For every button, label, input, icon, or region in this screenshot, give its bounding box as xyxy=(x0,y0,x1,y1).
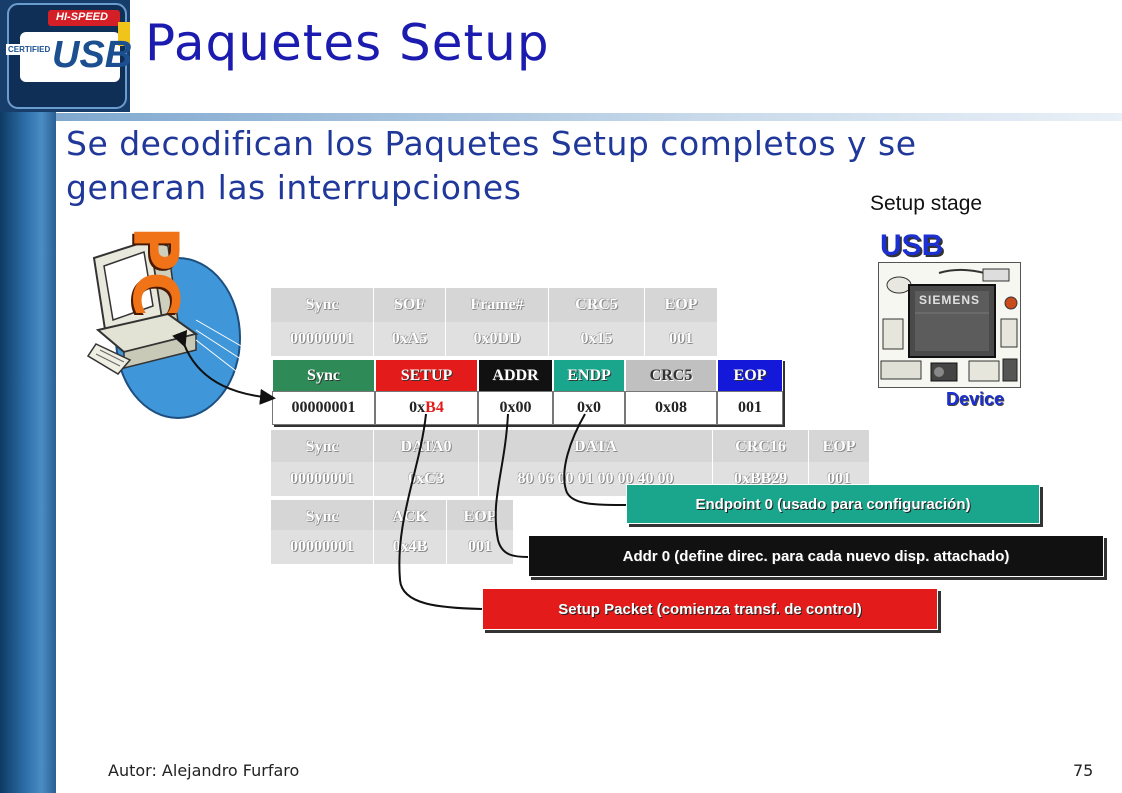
setup-header-pid: SETUP xyxy=(375,359,478,393)
sof-packet-values: 00000001 0xA5 0x0DD 0x15 001 xyxy=(271,322,718,356)
data0-header-cell: EOP xyxy=(809,430,870,464)
ack-packet-headers: Sync ACK EOP xyxy=(271,500,514,534)
ack-header-cell: EOP xyxy=(447,500,514,534)
usb-device-chip-icon: SIEMENS xyxy=(878,262,1021,388)
title-underline xyxy=(56,113,1122,121)
logo-line2: USB xyxy=(52,34,133,76)
sof-value-cell: 0x15 xyxy=(549,322,645,356)
sof-value-cell: 0x0DD xyxy=(446,322,549,356)
pc-link-arrow xyxy=(172,329,276,405)
setup-packet-callout: Setup Packet (comienza transf. de contro… xyxy=(482,588,938,630)
data0-header-cell: DATA xyxy=(479,430,713,464)
setup-pid-highlight: B4 xyxy=(425,399,444,416)
endpoint-callout: Endpoint 0 (usado para configuración) xyxy=(626,484,1040,524)
endp-connector xyxy=(563,413,627,506)
sof-header-cell: Frame# xyxy=(446,288,549,322)
usb-logo-icon xyxy=(0,0,130,112)
setup-value-eop: 001 xyxy=(717,391,783,425)
sof-value-cell: 001 xyxy=(645,322,718,356)
setup-stage-label: Setup stage xyxy=(870,192,983,215)
sof-packet-headers: Sync SOF Frame# CRC5 EOP xyxy=(271,288,718,322)
setup-pid-prefix: 0x xyxy=(409,399,426,416)
data0-header-cell: Sync xyxy=(271,430,374,464)
setup-header-sync: Sync xyxy=(272,359,375,393)
ack-packet-values: 00000001 0x4B 001 xyxy=(271,530,514,564)
setup-header-eop: EOP xyxy=(717,359,783,393)
sof-header-cell: SOF xyxy=(374,288,446,322)
chip-brand: SIEMENS xyxy=(919,293,981,307)
setup-pid-connector xyxy=(398,413,483,610)
sof-value-cell: 0xA5 xyxy=(374,322,446,356)
slide-sidebar xyxy=(0,0,56,793)
ack-value-cell: 00000001 xyxy=(271,530,374,564)
logo-line1: HI-SPEED xyxy=(56,11,108,23)
data0-value-cell: 00000001 xyxy=(271,462,374,496)
setup-value-addr: 0x00 xyxy=(478,391,553,425)
page-number: 75 xyxy=(1073,761,1094,780)
ack-value-cell: 001 xyxy=(447,530,514,564)
usb-certified-logo: HI-SPEED USB CERTIFIED xyxy=(0,0,133,112)
setup-header-addr: ADDR xyxy=(478,359,553,393)
sof-value-cell: 00000001 xyxy=(271,322,374,356)
data0-header-cell: DATA0 xyxy=(374,430,479,464)
setup-value-endp: 0x0 xyxy=(553,391,625,425)
data0-header-cell: CRC16 xyxy=(713,430,809,464)
addr-callout: Addr 0 (define direc. para cada nuevo di… xyxy=(528,535,1104,577)
slide-subtitle: Se decodifican los Paquetes Setup comple… xyxy=(66,124,917,207)
setup-value-sync: 00000001 xyxy=(272,391,375,425)
addr-connector xyxy=(494,413,529,558)
setup-packet-headers: Sync SETUP ADDR ENDP CRC5 EOP xyxy=(272,359,783,393)
setup-value-crc5: 0x08 xyxy=(625,391,717,425)
data0-packet-headers: Sync DATA0 DATA CRC16 EOP xyxy=(271,430,870,464)
ack-header-cell: ACK xyxy=(374,500,447,534)
slide-title: Paquetes Setup xyxy=(145,14,550,72)
usb-label: USB xyxy=(880,229,944,262)
device-label: Device xyxy=(946,389,1005,409)
logo-line3: CERTIFIED xyxy=(6,44,53,55)
ack-header-cell: Sync xyxy=(271,500,374,534)
sof-header-cell: Sync xyxy=(271,288,374,322)
setup-header-endp: ENDP xyxy=(553,359,625,393)
setup-header-crc5: CRC5 xyxy=(625,359,717,393)
footer-author: Autor: Alejandro Furfaro xyxy=(108,761,300,780)
sof-header-cell: CRC5 xyxy=(549,288,645,322)
sof-header-cell: EOP xyxy=(645,288,718,322)
data0-value-cell: 0xC3 xyxy=(374,462,479,496)
